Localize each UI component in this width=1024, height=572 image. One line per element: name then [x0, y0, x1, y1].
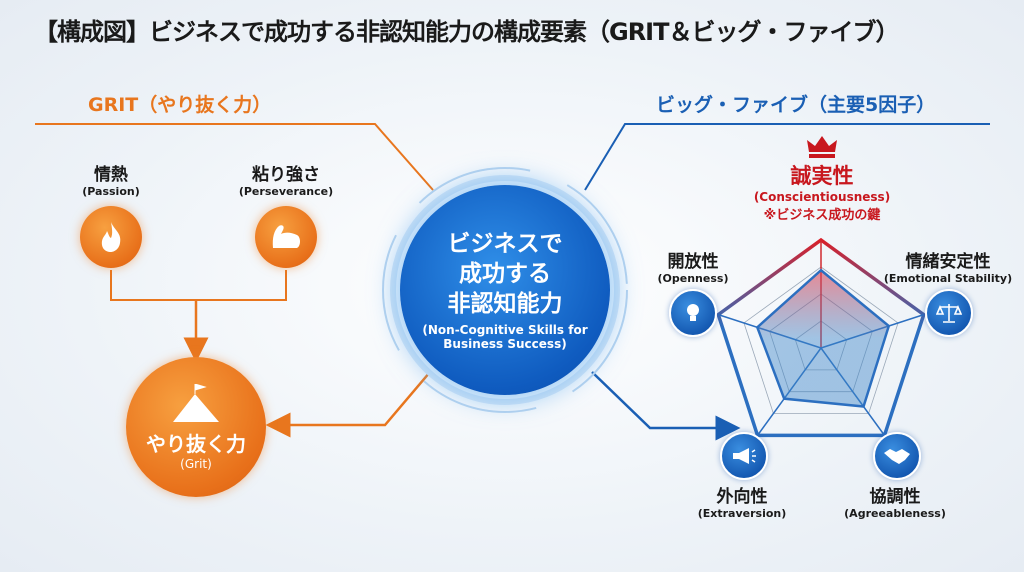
radar-chart — [716, 237, 926, 438]
conscientiousness-label: 誠実性 (Conscientiousness) ※ビジネス成功の鍵 — [753, 164, 891, 223]
flame-icon — [101, 222, 121, 252]
bigfive-heading: ビッグ・ファイブ（主要5因子） — [656, 94, 936, 116]
extraversion-label: 外向性(Extraversion) — [697, 487, 787, 520]
perseverance-label: 粘り強さ(Perseverance) — [238, 165, 334, 198]
agreeableness-node — [873, 432, 921, 480]
grit-node: やり抜く力 (Grit) — [126, 357, 266, 497]
emotional-stability-label: 情緒安定性(Emotional Stability) — [883, 252, 1013, 285]
passion-perseverance-connector — [110, 270, 287, 301]
lightbulb-icon — [687, 304, 699, 321]
extraversion-node — [720, 432, 768, 480]
flexed-arm-icon — [272, 225, 300, 248]
crown-icon — [807, 136, 837, 158]
scales-icon — [936, 304, 962, 323]
passion-node — [80, 206, 142, 268]
mountain-flag-icon — [173, 383, 219, 422]
center-to-grit-arrow — [265, 371, 431, 438]
radar-data-polygon — [755, 268, 891, 408]
bigfive-header-line — [584, 123, 990, 191]
perseverance-node — [255, 206, 317, 268]
emotional-stability-node — [925, 289, 973, 337]
radar-ring — [716, 237, 926, 438]
page-title: 【構成図】ビジネスで成功する非認知能力の構成要素（GRIT＆ビッグ・ファイブ） — [34, 18, 899, 46]
grit-header-line — [35, 123, 434, 191]
center-to-bigfive-arrow — [591, 371, 741, 441]
agreeableness-label: 協調性(Agreeableness) — [844, 487, 946, 520]
radar-ring — [743, 266, 899, 414]
center-node: ビジネスで 成功する 非認知能力 (Non-Cognitive Skills f… — [400, 185, 610, 395]
openness-node — [669, 289, 717, 337]
handshake-icon — [884, 449, 910, 464]
grit-heading: GRIT（やり抜く力） — [88, 94, 272, 116]
megaphone-icon — [733, 448, 756, 464]
openness-label: 開放性(Openness) — [657, 252, 729, 285]
passion-label: 情熱(Passion) — [82, 165, 140, 198]
